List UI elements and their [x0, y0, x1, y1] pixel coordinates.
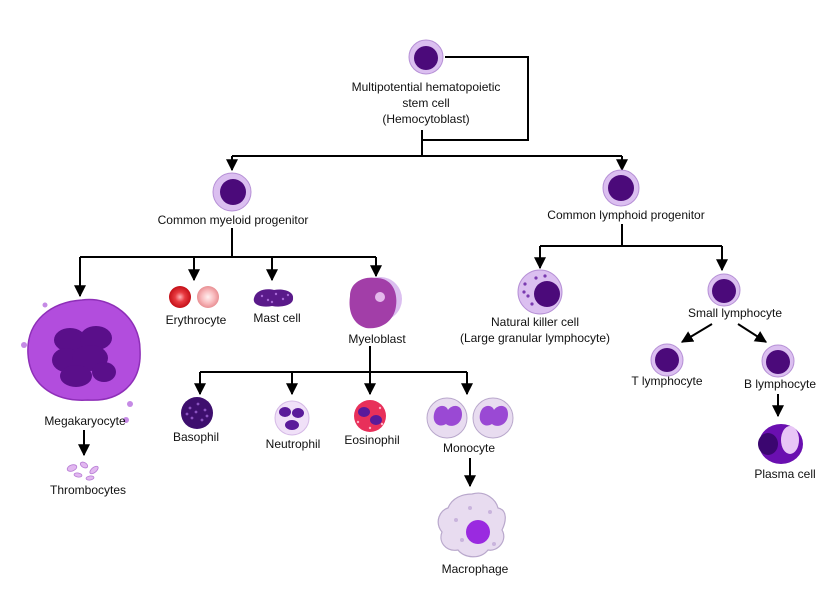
plasma-cell-icon [758, 424, 803, 464]
small-lymphocyte-icon [707, 273, 741, 307]
eosinophil-label: Eosinophil [344, 433, 400, 447]
basophil-icon [181, 397, 213, 429]
to-t-lymphocyte-arrow [680, 323, 713, 343]
thrombocytes-icon [66, 461, 99, 481]
small-lymphocyte-label: Small lymphocyte [687, 306, 783, 320]
nk-cell-label-2: (Large granular lymphocyte) [459, 331, 611, 345]
lymphoid-progenitor-icon [602, 169, 640, 207]
plasma-cell-label: Plasma cell [754, 467, 816, 481]
thrombocytes-label: Thrombocytes [49, 483, 127, 497]
stem-cell-label-1: Multipotential hematopoietic [351, 80, 501, 94]
b-lymphocyte-label: B lymphocyte [743, 377, 817, 391]
stem-cell-label-3: (Hemocytoblast) [382, 112, 470, 126]
erythrocyte-label: Erythrocyte [165, 313, 227, 327]
monocyte-label: Monocyte [442, 441, 496, 455]
lymphoid-progenitor-label: Common lymphoid progenitor [547, 208, 705, 222]
monocyte-icon [426, 397, 514, 439]
t-lymphocyte-label: T lymphocyte [631, 374, 703, 388]
to-b-lymphocyte-arrow [737, 323, 768, 343]
self-renewal-connector [422, 56, 529, 141]
nk-cell-label-1: Natural killer cell [490, 315, 580, 329]
connectors [74, 56, 784, 488]
mast-cell-icon [253, 289, 294, 307]
myeloblast-label: Myeloblast [348, 332, 406, 346]
neutrophil-icon [274, 400, 310, 436]
myeloblast-icon [349, 277, 402, 329]
stem-cell-icon [408, 39, 444, 75]
myeloid-progenitor-icon [212, 172, 252, 212]
macrophage-label: Macrophage [441, 562, 509, 576]
megakaryocyte-label: Megakaryocyte [44, 414, 126, 428]
macrophage-icon [437, 492, 506, 558]
mast-cell-label: Mast cell [253, 311, 301, 325]
basophil-label: Basophil [172, 430, 220, 444]
nk-cell-icon [517, 269, 563, 315]
stem-cell-label-2: stem cell [402, 96, 450, 110]
t-lymphocyte-icon [650, 343, 684, 377]
erythrocyte-icon [169, 286, 219, 308]
neutrophil-label: Neutrophil [265, 437, 321, 451]
b-lymphocyte-icon [761, 344, 795, 378]
megakaryocyte-icon [21, 298, 141, 423]
myeloid-progenitor-label: Common myeloid progenitor [157, 213, 309, 227]
eosinophil-icon [354, 400, 386, 432]
